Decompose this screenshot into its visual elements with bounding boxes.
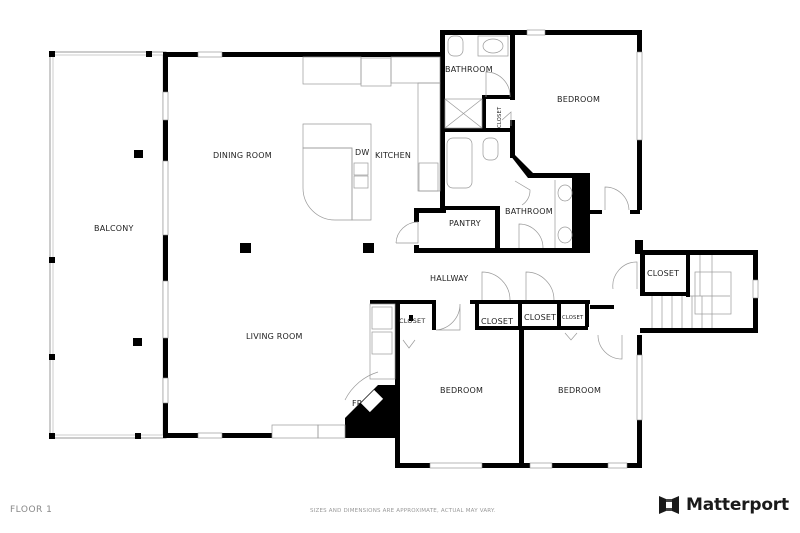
door-swings: [344, 71, 638, 401]
floor-label: FLOOR 1: [10, 505, 53, 515]
label-bedroom-right: BEDROOM: [558, 386, 601, 395]
label-closet-4: CLOSET: [562, 315, 584, 321]
label-bedroom-left: BEDROOM: [440, 386, 483, 395]
label-closet-1: CLOSET: [399, 317, 425, 325]
fixtures: [271, 35, 732, 439]
label-closet-stairs: CLOSET: [647, 269, 679, 278]
columns: [240, 243, 374, 253]
label-bedroom-master: BEDROOM: [557, 95, 600, 104]
label-living-room: LIVING ROOM: [246, 332, 303, 341]
balcony-posts: [49, 51, 152, 439]
matterport-logo: Matterport: [658, 494, 789, 516]
label-bathroom-hall: BATHROOM: [505, 207, 553, 216]
room-labels: BALCONY DINING ROOM DW KITCHEN LIVING RO…: [94, 65, 679, 408]
label-bathroom-master: BATHROOM: [445, 65, 493, 74]
label-closet-master: CLOSET: [497, 106, 503, 128]
label-closet-3: CLOSET: [524, 313, 556, 322]
brand-name: Matterport: [686, 495, 789, 515]
windows: [162, 29, 759, 469]
label-dishwasher: DW: [355, 148, 369, 157]
disclaimer-text: SIZES AND DIMENSIONS ARE APPROXIMATE, AC…: [310, 508, 496, 514]
label-pantry: PANTRY: [449, 219, 481, 228]
label-fireplace: FP: [352, 399, 362, 408]
matterport-logo-icon: [659, 496, 679, 514]
label-dining-room: DINING ROOM: [213, 151, 272, 160]
label-closet-2: CLOSET: [481, 317, 513, 326]
label-hallway: HALLWAY: [430, 274, 468, 283]
balcony-outline: [49, 51, 167, 439]
label-balcony: BALCONY: [94, 224, 134, 233]
label-kitchen: KITCHEN: [375, 151, 411, 160]
walls: [163, 30, 758, 468]
